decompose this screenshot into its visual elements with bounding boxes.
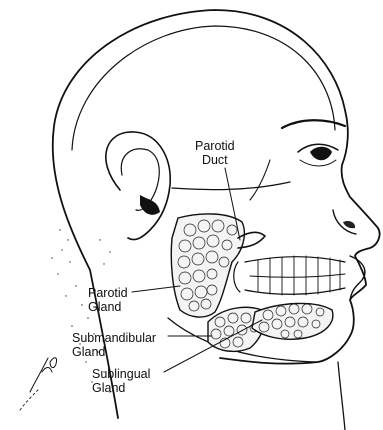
ear — [106, 132, 170, 240]
parotid-duct-label: Parotid Duct — [195, 139, 235, 167]
parotid-duct-label-line2: Duct — [195, 153, 235, 167]
parotid-gland-label: Parotid Gland — [88, 286, 128, 314]
parotid-gland — [171, 214, 244, 317]
sublingual-gland-label: Sublingual Gland — [92, 367, 150, 395]
sublingual-gland-label-line2: Gland — [92, 381, 150, 395]
eye — [282, 120, 345, 166]
parotid-gland-label-line2: Gland — [88, 300, 128, 314]
teeth — [234, 256, 345, 295]
leader-parotid-gland — [132, 286, 180, 292]
nose — [333, 210, 356, 234]
submandibular-gland-label-line2: Gland — [72, 345, 156, 359]
sublingual-gland-label-line1: Sublingual — [92, 367, 150, 381]
submandibular-gland-label-line1: Submandibular — [72, 331, 156, 345]
cheek-line — [250, 160, 270, 200]
artist-signature — [20, 358, 57, 410]
sublingual-gland — [252, 303, 333, 339]
parotid-duct-label-line1: Parotid — [195, 139, 235, 153]
submandibular-gland-label: Submandibular Gland — [72, 331, 156, 359]
parotid-gland-label-line1: Parotid — [88, 286, 128, 300]
zygomatic-line — [172, 182, 290, 190]
